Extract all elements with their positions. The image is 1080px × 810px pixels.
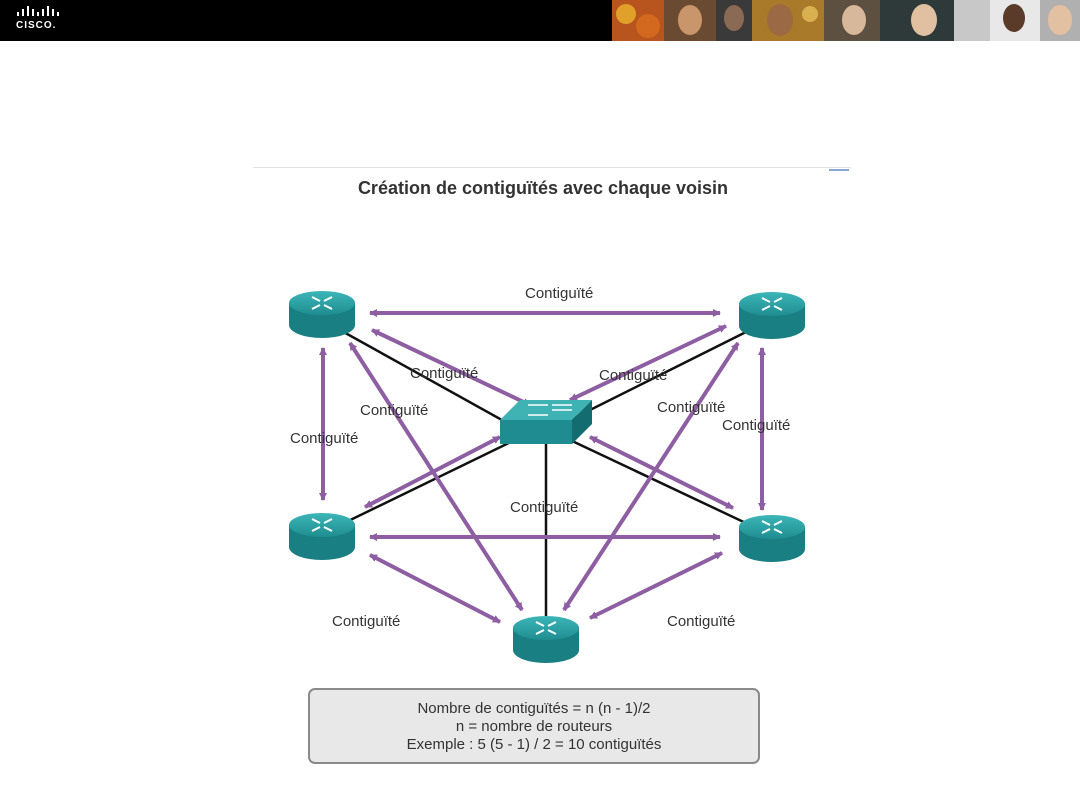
formula-line-2: n = nombre de routeurs xyxy=(455,718,613,735)
formula-line-1: Nombre de contiguïtés = n (n - 1)/2 xyxy=(417,700,651,717)
link-right xyxy=(569,438,751,527)
arrow-right-bottom xyxy=(589,551,723,620)
router-left xyxy=(289,513,355,560)
router-top-left xyxy=(289,291,355,338)
cisco-logo xyxy=(17,6,59,16)
diagram-corner-mark xyxy=(829,163,849,171)
arrow-switch-right xyxy=(589,435,734,510)
router-right xyxy=(739,515,805,562)
router-top-right xyxy=(739,292,805,339)
label-switch-right: Contiguïté xyxy=(599,367,667,384)
header-bar: CISCO. xyxy=(0,0,1080,41)
arrow-switch-top-right xyxy=(569,324,727,402)
switch-center xyxy=(500,400,592,444)
router-bottom xyxy=(513,616,579,663)
link-left xyxy=(339,438,516,527)
label-bottom-right: Contiguïté xyxy=(667,613,735,630)
label-bottom-left: Contiguïté xyxy=(332,613,400,630)
label-switch-left: Contiguïté xyxy=(410,365,478,382)
adjacency-arrows xyxy=(319,309,766,624)
arrow-left-bottom xyxy=(369,553,501,624)
diagram-title: Création de contiguïtés avec chaque vois… xyxy=(357,178,729,198)
label-right-diagonal: Contiguïté xyxy=(657,399,725,416)
formula-line-3: Exemple : 5 (5 - 1) / 2 = 10 contiguïtés xyxy=(406,736,662,753)
people-photo-strip xyxy=(612,0,1080,41)
label-left-diagonal: Contiguïté xyxy=(360,402,428,419)
diagram-top-rule xyxy=(253,167,851,168)
cisco-logo-text: CISCO. xyxy=(16,20,57,31)
formula-box: Nombre de contiguïtés = n (n - 1)/2 n = … xyxy=(308,688,760,764)
label-center: Contiguïté xyxy=(510,499,578,516)
label-right-vertical: Contiguïté xyxy=(722,417,790,434)
label-top: Contiguïté xyxy=(525,285,593,302)
label-left-vertical: Contiguïté xyxy=(290,430,358,447)
